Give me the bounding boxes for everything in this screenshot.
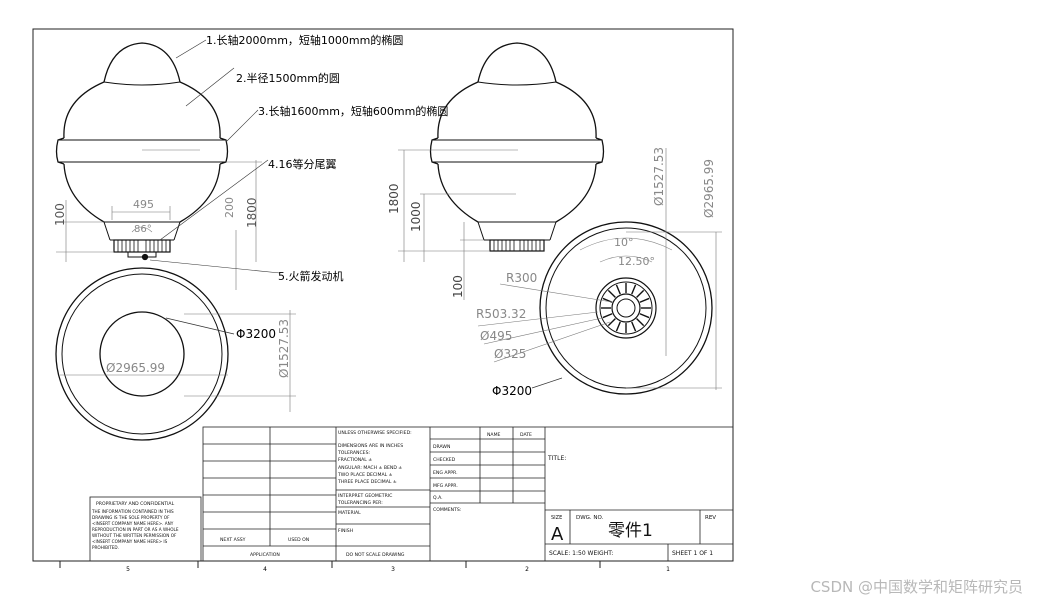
tail-fin <box>639 297 650 303</box>
callout-1: 1.长轴2000mm，短轴1000mm的椭圆 <box>206 33 403 47</box>
tb-proprietary-line: DRAWING IS THE SOLE PROPERTY OF <box>92 515 170 520</box>
bottom-view-right <box>477 148 722 395</box>
dim-1800-left: 1800 <box>245 197 259 228</box>
dimension-lines-middle <box>398 149 518 300</box>
zone-label: 5 <box>126 566 130 573</box>
zone-label: 1 <box>666 566 670 573</box>
tb-three-place: THREE PLACE DECIMAL ± <box>337 479 397 485</box>
tail-fin <box>607 289 616 298</box>
dim-r300: R300 <box>506 271 537 285</box>
tail-fin <box>615 321 621 332</box>
tb-dims-in: DIMENSIONS ARE IN INCHES <box>338 443 403 449</box>
dim-dia296599-right: Ø2965.99 <box>702 159 716 218</box>
zone-label: 3 <box>391 566 395 573</box>
tb-proprietary-line: REPRODUCTION IN PART OR AS A WHOLE <box>92 527 179 532</box>
tb-do-not-scale: DO NOT SCALE DRAWING <box>346 552 405 558</box>
tb-size-value: A <box>551 524 564 545</box>
dim-angle-1250: 12.50° <box>618 255 655 268</box>
front-view-left <box>55 42 229 261</box>
tb-proprietary-line: THE INFORMATION CONTAINED IN THIS <box>91 509 174 514</box>
tb-drawn: DRAWN <box>433 444 450 450</box>
dimension-lines-left <box>56 39 281 290</box>
tail-fin <box>602 313 613 319</box>
tail-fin <box>615 284 621 295</box>
tb-scale: SCALE: 1:50 WEIGHT: <box>549 550 613 557</box>
zone-label: 2 <box>525 566 529 573</box>
tb-interpret: INTERPRET GEOMETRIC <box>338 493 392 499</box>
dim-r50332: R503.32 <box>476 307 526 321</box>
dim-dia495: Ø495 <box>480 329 512 343</box>
tb-eng-appr: ENG APPR. <box>433 470 458 476</box>
watermark: CSDN @中国数学和矩阵研究员 <box>810 578 1023 596</box>
tail-fins <box>601 283 651 333</box>
tb-used-on: USED ON <box>288 537 309 543</box>
tb-rev: REV <box>705 515 716 521</box>
tb-dwg-no-label: DWG. NO. <box>576 515 604 521</box>
dim-dia296599-left: Ø2965.99 <box>106 361 165 375</box>
tb-qa: Q.A. <box>433 495 443 501</box>
callout-2: 2.半径1500mm的圆 <box>236 71 340 85</box>
tb-fractional: FRACTIONAL ± <box>338 457 372 463</box>
dim-1000-middle: 1000 <box>409 201 423 232</box>
callout-4: 4.16等分尾翼 <box>268 157 337 171</box>
tb-application: APPLICATION <box>250 552 280 558</box>
tb-date: DATE <box>520 432 532 438</box>
tb-sheet: SHEET 1 OF 1 <box>672 550 713 557</box>
tb-angular: ANGULAR: MACH ± BEND ± <box>338 465 402 471</box>
dim-dia152753-right: Ø1527.53 <box>652 147 666 206</box>
tb-dwg-no-value: 零件1 <box>608 521 653 541</box>
dim-phi3200-right: Φ3200 <box>492 384 532 398</box>
tb-material: MATERIAL <box>338 510 361 516</box>
tb-title: TITLE: <box>547 455 566 462</box>
tb-name: NAME <box>487 432 501 438</box>
tail-fin <box>607 318 616 327</box>
tb-proprietary-line: <INSERT COMPANY NAME HERE>. ANY <box>92 521 174 526</box>
tb-proprietary-line: <INSERT COMPANY NAME HERE> IS <box>92 539 168 544</box>
dim-200-left: 200 <box>223 197 236 218</box>
callout-5: 5.火箭发动机 <box>278 269 344 283</box>
tail-fin <box>636 289 645 298</box>
dim-100-left: 100 <box>53 203 67 226</box>
tail-fin <box>631 284 637 295</box>
title-block-text: UNLESS OTHERWISE SPECIFIED: DIMENSIONS A… <box>91 430 716 558</box>
zone-label: 4 <box>263 566 267 573</box>
dim-phi3200-left: Φ3200 <box>236 327 276 341</box>
dim-1800-middle: 1800 <box>387 183 401 214</box>
tb-proprietary-title: PROPRIETARY AND CONFIDENTIAL <box>96 501 175 507</box>
dim-495-left: 495 <box>133 198 154 211</box>
tb-checked: CHECKED <box>433 457 456 463</box>
tb-two-place: TWO PLACE DECIMAL ± <box>337 472 393 478</box>
tb-tolerances: TOLERANCES: <box>337 450 370 456</box>
tb-finish: FINISH <box>338 528 353 534</box>
callout-3: 3.长轴1600mm，短轴600mm的椭圆 <box>258 104 448 118</box>
tb-tolerancing: TOLERANCING PER: <box>337 500 383 506</box>
tb-next-assy: NEXT ASSY <box>220 537 246 543</box>
dim-dia152753-left: Ø1527.53 <box>277 319 291 378</box>
top-view-left <box>55 267 296 441</box>
dim-dia325: Ø325 <box>494 347 526 361</box>
tb-comments: COMMENTS: <box>433 507 462 513</box>
tail-fin <box>631 321 637 332</box>
tb-unless: UNLESS OTHERWISE SPECIFIED: <box>338 430 412 436</box>
tb-mfg-appr: MFG APPR. <box>433 483 458 489</box>
dim-86-left: 86° <box>134 224 152 235</box>
dim-100-middle: 100 <box>451 275 465 298</box>
front-view-middle <box>429 42 605 252</box>
dim-angle-10: 10° <box>614 236 634 249</box>
title-block <box>89 426 734 562</box>
tail-fin <box>639 313 650 319</box>
tail-fin <box>636 318 645 327</box>
tb-proprietary-line: PROHIBITED. <box>92 545 119 550</box>
tb-proprietary-line: WITHOUT THE WRITTEN PERMISSION OF <box>92 533 177 538</box>
tb-size-label: SIZE <box>551 515 562 521</box>
